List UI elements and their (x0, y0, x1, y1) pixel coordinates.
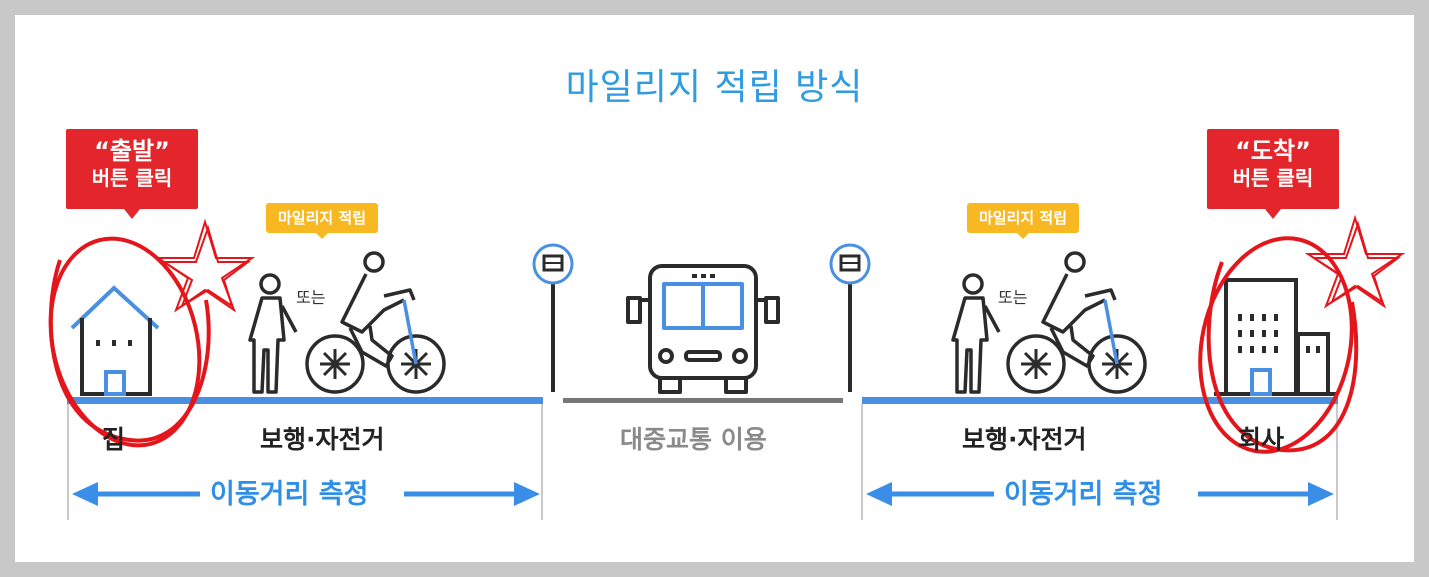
road-right (862, 397, 1338, 404)
bicycle-icon-left (305, 251, 446, 394)
bus-stop-icon-right (829, 243, 871, 392)
mileage-earn-badge-left: 마일리지 적립 (266, 203, 379, 239)
bus-icon (626, 264, 780, 394)
arrive-button-callout: “도착” 버튼 클릭 (1207, 129, 1339, 219)
or-text-left: 또는 (296, 288, 326, 307)
road-left (67, 397, 543, 404)
label-transit: 대중교통 이용 (620, 425, 767, 454)
arrive-callout-quote: “도착” (1235, 137, 1311, 165)
red-star-left (154, 218, 256, 313)
measure-arrow-left (72, 482, 540, 506)
road-transit (563, 398, 843, 403)
arrive-callout-sub: 버튼 클릭 (1232, 166, 1314, 190)
label-walk-bike-right: 보행·자전거 (962, 425, 1087, 454)
pedestrian-icon-left (248, 273, 298, 394)
office-building-icon (1214, 278, 1338, 396)
red-circle-right (1198, 236, 1359, 454)
measure-label-right: 이동거리 측정 (998, 478, 1169, 512)
red-circle-left (48, 236, 211, 448)
red-star-right (1304, 214, 1406, 309)
diagram-panel (15, 15, 1414, 562)
label-office: 회사 (1238, 425, 1285, 454)
start-callout-sub: 버튼 클릭 (91, 166, 173, 190)
start-callout-quote: “출발” (94, 137, 170, 165)
bicycle-icon-right (1006, 251, 1147, 394)
bus-stop-icon-left (532, 243, 574, 392)
label-walk-bike-left: 보행·자전거 (260, 425, 385, 454)
house-icon (70, 285, 160, 396)
page-title: 마일리지 적립 방식 (565, 67, 864, 108)
mileage-earn-badge-right: 마일리지 적립 (967, 203, 1080, 239)
measure-arrow-right (866, 482, 1334, 506)
measure-label-left: 이동거리 측정 (204, 478, 375, 512)
or-text-right: 또는 (998, 288, 1028, 307)
pedestrian-icon-right (951, 273, 1001, 394)
start-button-callout: “출발” 버튼 클릭 (66, 129, 198, 219)
label-home: 집 (102, 425, 126, 454)
